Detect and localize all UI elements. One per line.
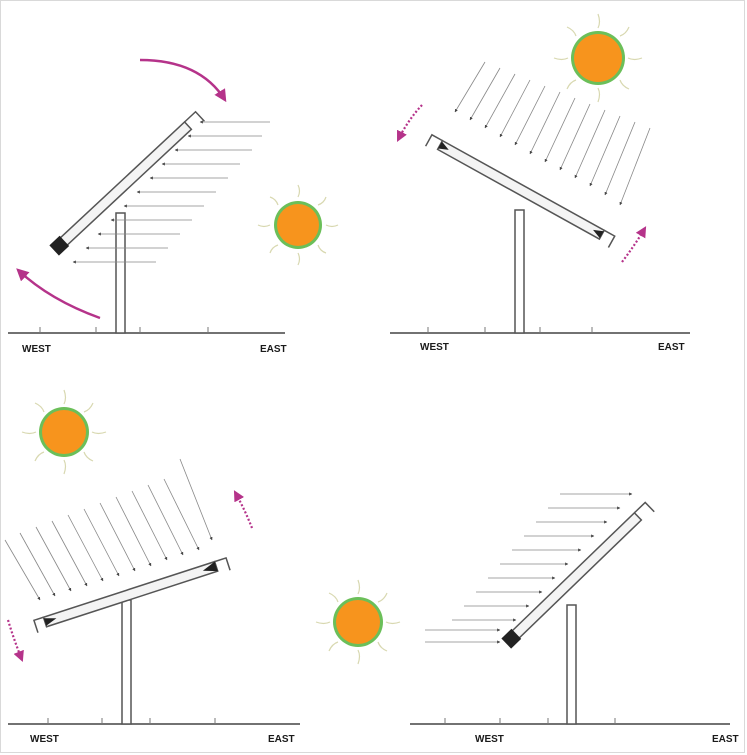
east-label: EAST: [712, 734, 739, 745]
ground-ticks: [39, 327, 209, 333]
collector-trough: [49, 110, 205, 256]
ground-ticks: [444, 718, 616, 724]
curved-arrow-icon: [16, 268, 101, 320]
east-label: EAST: [658, 342, 685, 353]
sun-icon: [315, 579, 401, 665]
west-label: WEST: [420, 342, 449, 353]
collector-trough: [501, 501, 655, 649]
curved-arrow-icon: [621, 226, 647, 263]
curved-arrow-icon: [139, 58, 227, 103]
tracker-post: [115, 212, 126, 334]
curved-arrow-icon: [6, 619, 24, 663]
sun-icon: [21, 389, 107, 475]
tracker-post: [566, 604, 577, 725]
panel-bottom-left: WEST EAST: [4, 389, 300, 745]
panel-top-left: WEST EAST: [8, 58, 339, 355]
sun-rays-incoming: [425, 492, 633, 644]
sun-rays-incoming: [4, 458, 213, 601]
sun-icon: [553, 13, 643, 103]
sun-icon: [257, 184, 339, 266]
ground-ticks: [47, 718, 216, 724]
west-label: WEST: [30, 734, 59, 745]
east-label: EAST: [260, 344, 287, 355]
east-label: EAST: [268, 734, 295, 745]
sun-rays-incoming: [454, 61, 651, 206]
receiver-block-icon: [501, 628, 522, 649]
tracker-post: [121, 599, 132, 725]
panel-top-right: WEST EAST: [390, 13, 690, 353]
collector-trough: [32, 556, 231, 633]
tracker-post: [514, 209, 525, 334]
curved-arrow-icon: [233, 490, 254, 529]
sun-rays-incoming: [72, 120, 270, 264]
ground-ticks: [427, 327, 593, 333]
receiver-block-icon: [49, 235, 70, 256]
west-label: WEST: [22, 344, 51, 355]
curved-arrow-icon: [397, 104, 423, 142]
collector-trough: [424, 133, 616, 248]
west-label: WEST: [475, 734, 504, 745]
panel-bottom-right: WEST EAST: [315, 492, 739, 745]
